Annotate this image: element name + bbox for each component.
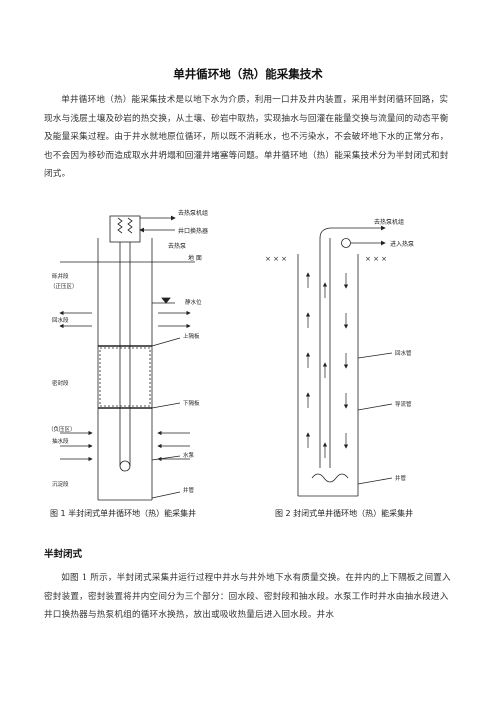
- fig1-label-seal-section: 密封段: [52, 379, 69, 387]
- fig1-label-pressure-upper: （正压区）: [50, 283, 78, 290]
- svg-text:× × ×: × × ×: [265, 255, 287, 263]
- fig1-label-return-section: 回水段: [52, 316, 69, 324]
- fig1-label-pump: 水泵: [183, 451, 195, 459]
- figure-1-caption: 图 1 半封闭式单井循环地（热）能采集井: [50, 509, 197, 518]
- fig1-label-lower-baffle: 下隔板: [183, 399, 200, 407]
- fig1-label-static-level: 静水位: [185, 298, 202, 306]
- fig1-label-gravel-upper: 砾井段: [52, 272, 69, 280]
- fig1-label-casing: 井管: [183, 486, 195, 494]
- intro-paragraph: 单井循环地（热）能采集技术是以地下水为介质，利用一口井及井内装置，采用半封闭循环…: [44, 95, 449, 179]
- fig1-label-wellhead-hx: 井口换热器: [178, 227, 208, 235]
- fig2-label-return-pipe: 回水管: [395, 349, 412, 357]
- fig1-label-to-heatpump2: 去热泵: [168, 242, 186, 250]
- fig1-label-sediment: 沉淀段: [52, 480, 69, 488]
- page-title: 单井循环地（热）能采集技术: [173, 67, 323, 81]
- fig1-label-pressure-lower: （负压区）: [48, 425, 76, 433]
- fig1-label-ground: 地 面: [188, 254, 202, 262]
- figures-diagram: 去热泵机组 井口换热器 去热泵 地 面 砾井段 （正压区） 回水段 静水位 上隔…: [48, 209, 414, 501]
- fig1-label-to-heatpump: 去热泵机组: [178, 209, 208, 217]
- figure-2-caption: 图 2 封闭式单井循环地（热）能采集井: [275, 509, 414, 518]
- fig1-label-pump-section: 抽水段: [52, 437, 69, 445]
- fig2-label-guide-pipe: 导流管: [395, 400, 412, 408]
- section-paragraph: 如图 1 所示，半封闭式采集井运行过程中井水与井外地下水有质量交换。在井内的上下…: [44, 573, 451, 620]
- svg-text:× × ×: × × ×: [365, 255, 387, 263]
- fig2-label-to-heatpump2: 进入热泵: [390, 240, 414, 248]
- fig2-label-casing: 井管: [395, 474, 407, 482]
- figure-2: × × × × × ×: [265, 225, 393, 497]
- fig1-label-upper-baffle: 上隔板: [183, 332, 200, 340]
- fig2-label-to-heatpump: 去热泵机组: [374, 218, 404, 226]
- figure-1: [59, 215, 195, 501]
- section-heading: 半封闭式: [44, 549, 83, 560]
